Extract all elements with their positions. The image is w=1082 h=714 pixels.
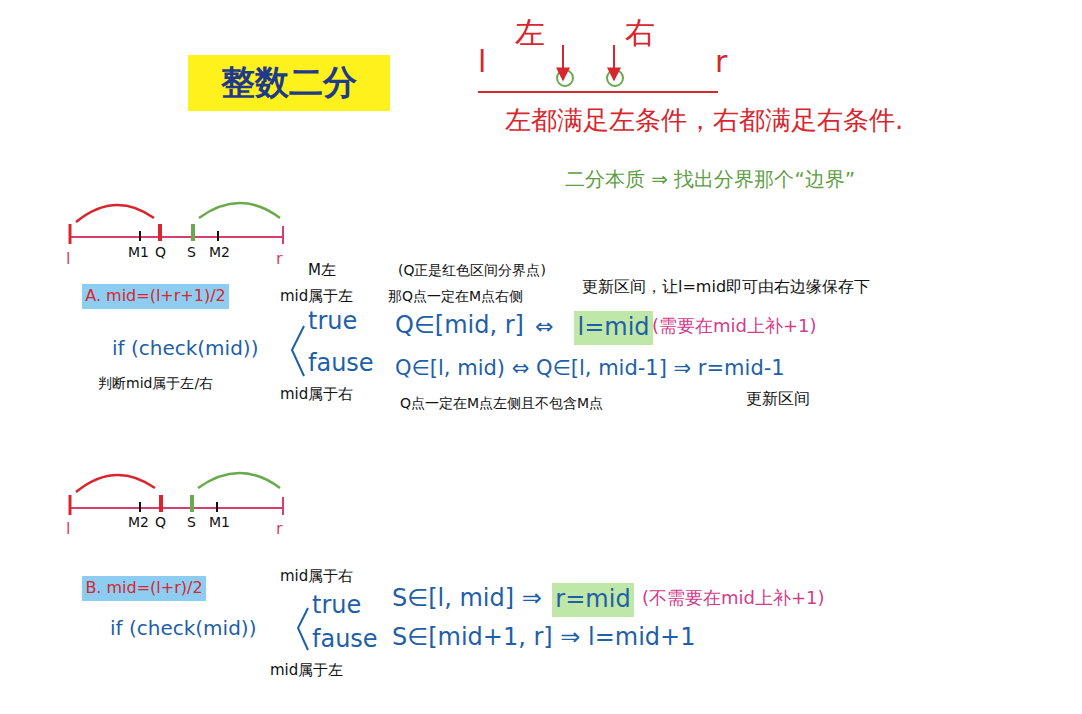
number-line-a [70,203,284,244]
boundary-circle [557,70,573,86]
note-text: Q∈[mid, r] [395,312,524,340]
note-text: mid属于左 [280,288,353,305]
note-text: (Q正是红色区间分界点) [398,262,546,278]
branch-bracket [292,326,304,376]
note-text: S∈[mid+1, r] ⇒ l=mid+1 [392,624,695,652]
note-text: M左 [308,262,336,279]
note-text: mid属于左 [270,662,343,679]
note-text: true [312,592,361,620]
highlight-box: l=mid [574,311,653,345]
branch-bracket [298,608,308,650]
formula-text: l=mid [577,314,649,342]
title-text: 整数二分 [221,63,357,102]
note-text: true [308,308,357,336]
note-text: 更新区间，让l=mid即可由右边缘保存下 [582,278,870,296]
note-text: 左 [515,16,545,51]
range-line [478,91,718,93]
note-text: Q [155,514,166,530]
note-text: fause [312,626,378,654]
note-text: 判断mid属于左/右 [98,375,213,391]
formula-text: A. mid=(l+r+1)/2 [85,287,226,305]
note-text: S∈[l, mid] ⇒ [392,585,542,613]
number-line-b [70,473,284,515]
note-text: if (check(mid)) [112,337,258,360]
note-text: if (check(mid)) [110,617,256,640]
note-text: Q点一定在M点左侧且不包含M点 [400,395,603,411]
note-text: fause [308,350,374,378]
note-text: 二分本质 ⇒ 找出分界那个“边界” [565,168,855,191]
formula-text: B. mid=(l+r)/2 [85,579,202,597]
note-text: r [715,45,727,80]
note-text: Q [155,244,166,260]
note-text: S [187,514,196,530]
note-text: mid属于右 [280,386,353,403]
note-text: r [276,250,283,268]
highlight-box: r=mid [552,583,634,617]
pointer-arrow [613,45,615,80]
note-text: S [187,244,196,260]
highlight-box: A. mid=(l+r+1)/2 [82,284,229,309]
note-text: M1 [128,244,149,260]
note-text: l [478,45,486,80]
note-text: mid属于右 [280,568,353,585]
note-text: 右 [625,16,655,51]
note-text: l [66,520,70,538]
note-text: M1 [209,514,230,530]
note-text: Q∈[l, mid) ⇔ Q∈[l, mid-1] ⇒ r=mid-1 [395,356,785,380]
pointer-arrow [562,45,564,80]
note-text: (不需要在mid上补+1) [642,588,825,609]
note-text: M2 [209,244,230,260]
note-text: (需要在mid上补+1) [652,316,817,337]
note-text: r [276,520,283,538]
note-text: l [66,250,70,268]
formula-text: r=mid [555,586,630,614]
highlight-box: B. mid=(l+r)/2 [82,576,206,601]
note-text: M2 [128,514,149,530]
title-highlight: 整数二分 [188,55,390,111]
note-text: ⇔ [535,314,553,339]
note-text: 更新区间 [746,390,810,408]
note-text: 那Q点一定在M点右侧 [388,288,523,304]
note-text: 左都满足左条件，右都满足右条件. [505,106,903,136]
